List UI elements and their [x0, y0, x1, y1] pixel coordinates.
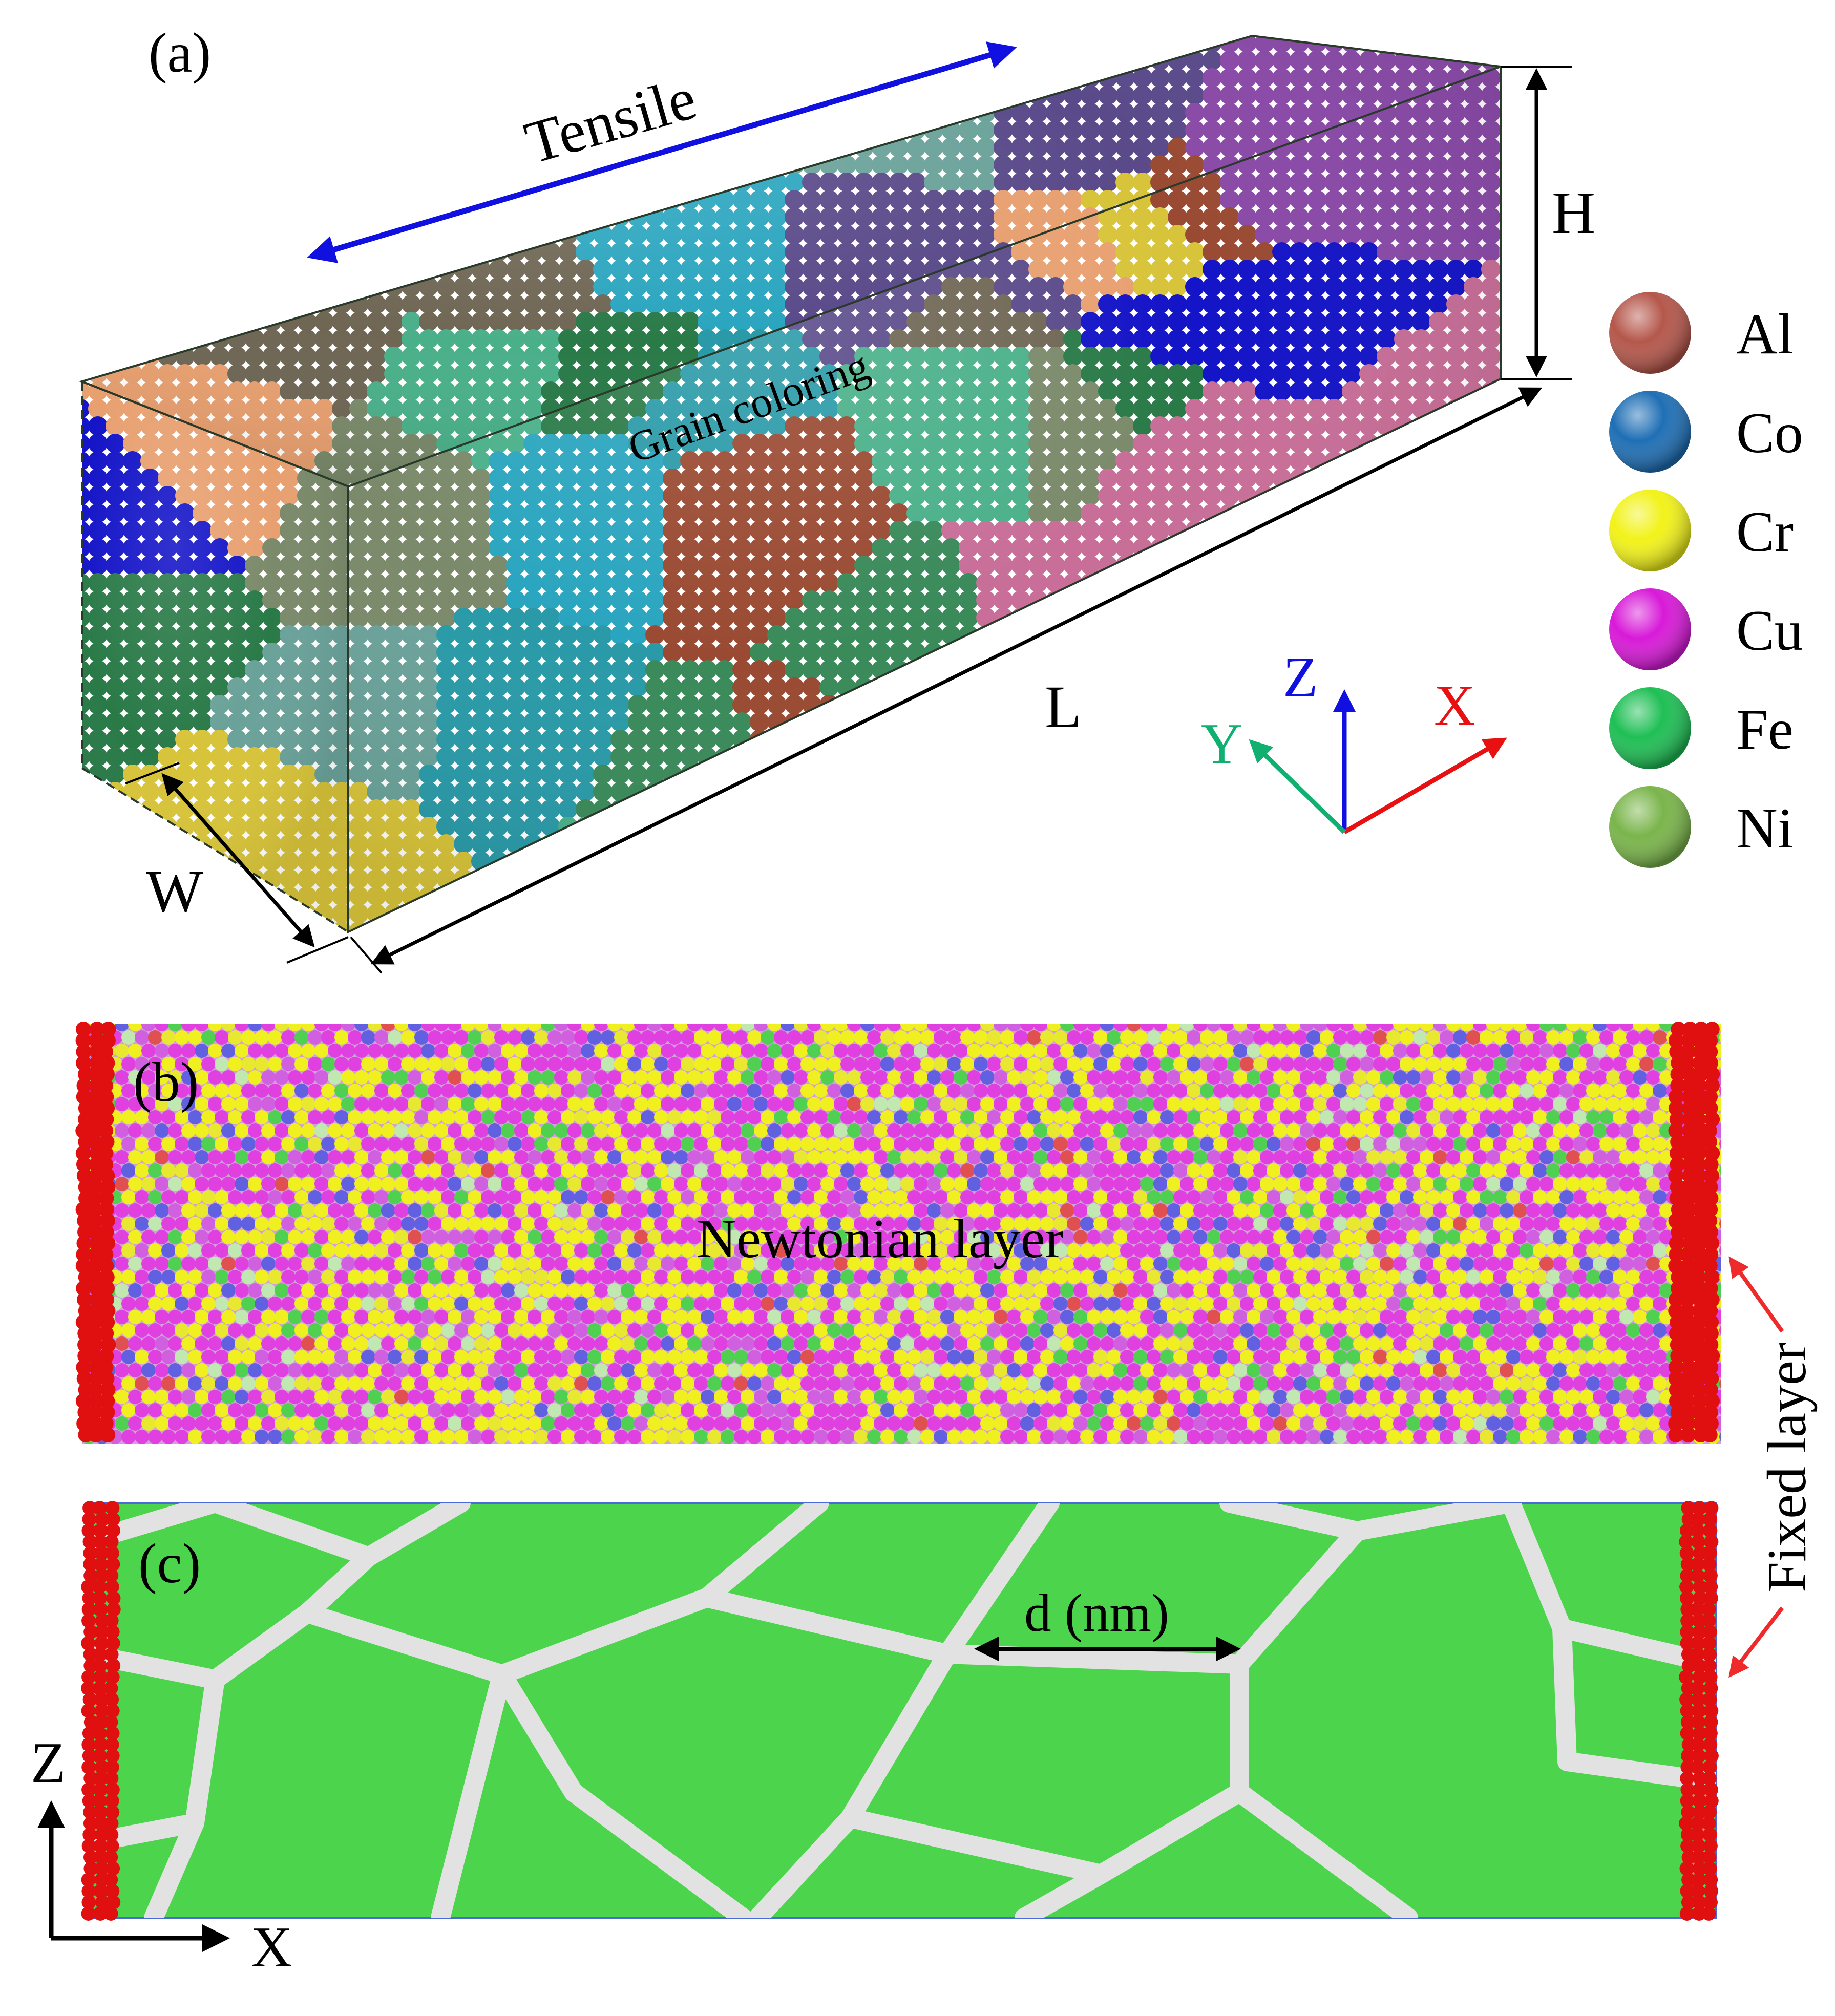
grain-size-label: d (nm) — [1024, 1583, 1169, 1643]
grain-coloring-box — [82, 36, 1501, 932]
length-dimension: L — [350, 387, 1543, 974]
legend-item-al: Al — [1609, 292, 1794, 374]
axis-y-label: Y — [1201, 712, 1242, 776]
height-dimension: H — [1501, 66, 1595, 380]
grain-boundaries — [87, 1503, 1716, 1918]
axis-triad: Z X Y — [1201, 646, 1507, 834]
legend-label: Cr — [1736, 500, 1794, 564]
legend-item-fe: Fe — [1609, 687, 1794, 769]
fixed-layer-label: Fixed layer — [1757, 1342, 1818, 1593]
axis-x-label: X — [1434, 674, 1475, 737]
fixed-layer-atoms-c — [81, 1501, 1719, 1921]
legend-label: Ni — [1736, 797, 1794, 860]
dim-l-label: L — [1045, 673, 1082, 740]
dim-w-label: W — [146, 858, 203, 925]
legend-label: Fe — [1736, 698, 1794, 761]
panel-a-label: (a) — [149, 22, 211, 84]
legend-label: Al — [1736, 303, 1794, 366]
legend-item-ni: Ni — [1609, 786, 1794, 868]
panel-a: (a) Tensile Grain coloring H L W — [78, 22, 1803, 974]
width-dimension: W — [125, 762, 349, 964]
axis-z-label: Z — [1283, 646, 1318, 709]
legend-item-cr: Cr — [1609, 490, 1794, 571]
legend-item-co: Co — [1609, 391, 1803, 473]
fixed-layer-atoms-b — [75, 1022, 1720, 1442]
zx-axes: Z X — [31, 1731, 292, 1979]
newtonian-layer-label: Newtonian layer — [697, 1208, 1064, 1269]
panel-b-label: (b) — [133, 1051, 199, 1113]
legend-label: Cu — [1736, 599, 1803, 663]
dim-h-label: H — [1552, 179, 1595, 246]
tensile-label: Tensile — [518, 65, 703, 177]
panel-c: (c) d (nm) Z X — [31, 1501, 1719, 1979]
axis-z-label-c: Z — [31, 1731, 66, 1795]
axis-x-label-c: X — [251, 1916, 292, 1979]
tensile-arrow — [307, 41, 1017, 263]
legend-label: Co — [1736, 401, 1803, 465]
fixed-layer-annotation: Fixed layer — [1728, 1256, 1818, 1678]
panel-c-label: (c) — [138, 1532, 201, 1595]
legend-item-cu: Cu — [1609, 588, 1803, 670]
panel-c-frame — [86, 1502, 1717, 1919]
panel-b: (b) Newtonian layer — [75, 1022, 1721, 1444]
